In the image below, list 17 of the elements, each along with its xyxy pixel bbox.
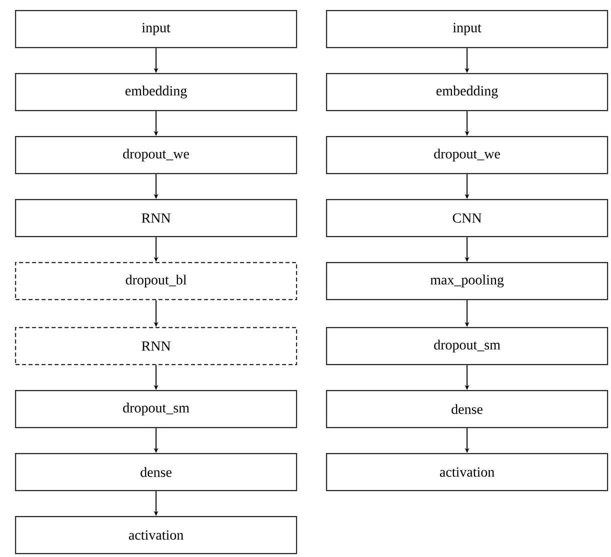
- layer-box: input: [326, 10, 608, 48]
- layer-box: embedding: [15, 73, 298, 112]
- layer-box: embedding: [326, 73, 608, 112]
- layer-box: dropout_bl: [15, 262, 298, 300]
- layer-box: max_pooling: [326, 262, 608, 300]
- layer-box: RNN: [15, 199, 298, 238]
- layer-box: dense: [15, 453, 298, 492]
- layer-box: dropout_we: [15, 136, 298, 174]
- layer-box: RNN: [15, 327, 298, 366]
- layer-box: activation: [326, 453, 608, 492]
- layer-box: activation: [15, 516, 298, 554]
- layer-box: CNN: [326, 199, 608, 238]
- layer-box: dropout_sm: [15, 390, 298, 428]
- layer-box: dense: [326, 390, 608, 428]
- layer-box: input: [15, 10, 298, 48]
- layer-box: dropout_sm: [326, 327, 608, 366]
- layer-box: dropout_we: [326, 136, 608, 174]
